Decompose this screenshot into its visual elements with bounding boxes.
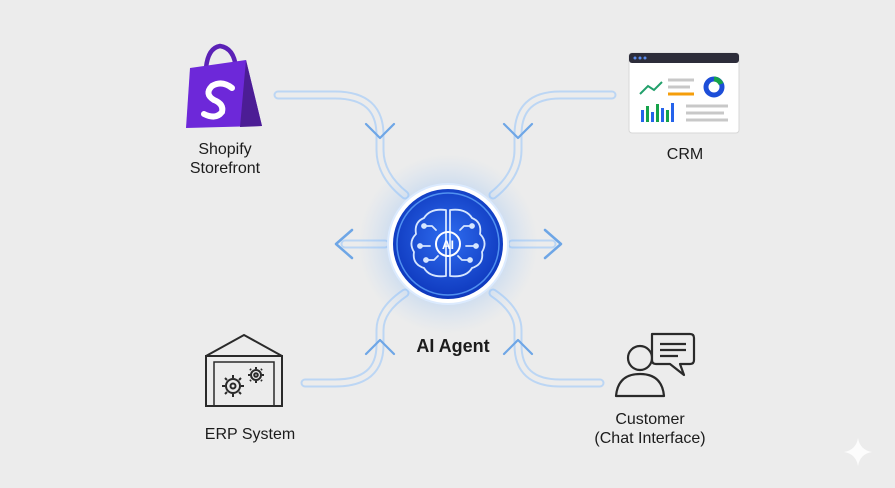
warehouse-gears-icon xyxy=(205,333,283,407)
ai-chip-text: AI xyxy=(442,238,454,252)
customer-label-line-2: (Chat Interface) xyxy=(594,430,706,447)
ai-agent-label: AI Agent xyxy=(388,337,518,356)
dashboard-icon xyxy=(628,52,740,134)
customer-label-line-1: Customer xyxy=(615,411,685,428)
shopify-label-line-1: Shopify xyxy=(198,141,252,158)
user-chat-icon xyxy=(614,332,696,398)
customer-label: Customer (Chat Interface) xyxy=(575,410,725,448)
shopify-label-line-2: Storefront xyxy=(189,160,261,177)
ai-agent-label-text: AI Agent xyxy=(416,336,490,356)
crm-label-line-1: CRM xyxy=(666,146,704,163)
shopify-storefront-label: Shopify Storefront xyxy=(165,140,285,178)
erp-label-line-1: ERP System xyxy=(204,426,296,443)
erp-system-label: ERP System xyxy=(190,425,310,444)
crm-label: CRM xyxy=(650,145,720,164)
ai-brain-icon xyxy=(410,208,486,278)
ai-agent-hub: AI xyxy=(358,154,538,334)
sparkle-icon xyxy=(844,438,872,466)
shopping-bag-icon xyxy=(186,43,262,128)
